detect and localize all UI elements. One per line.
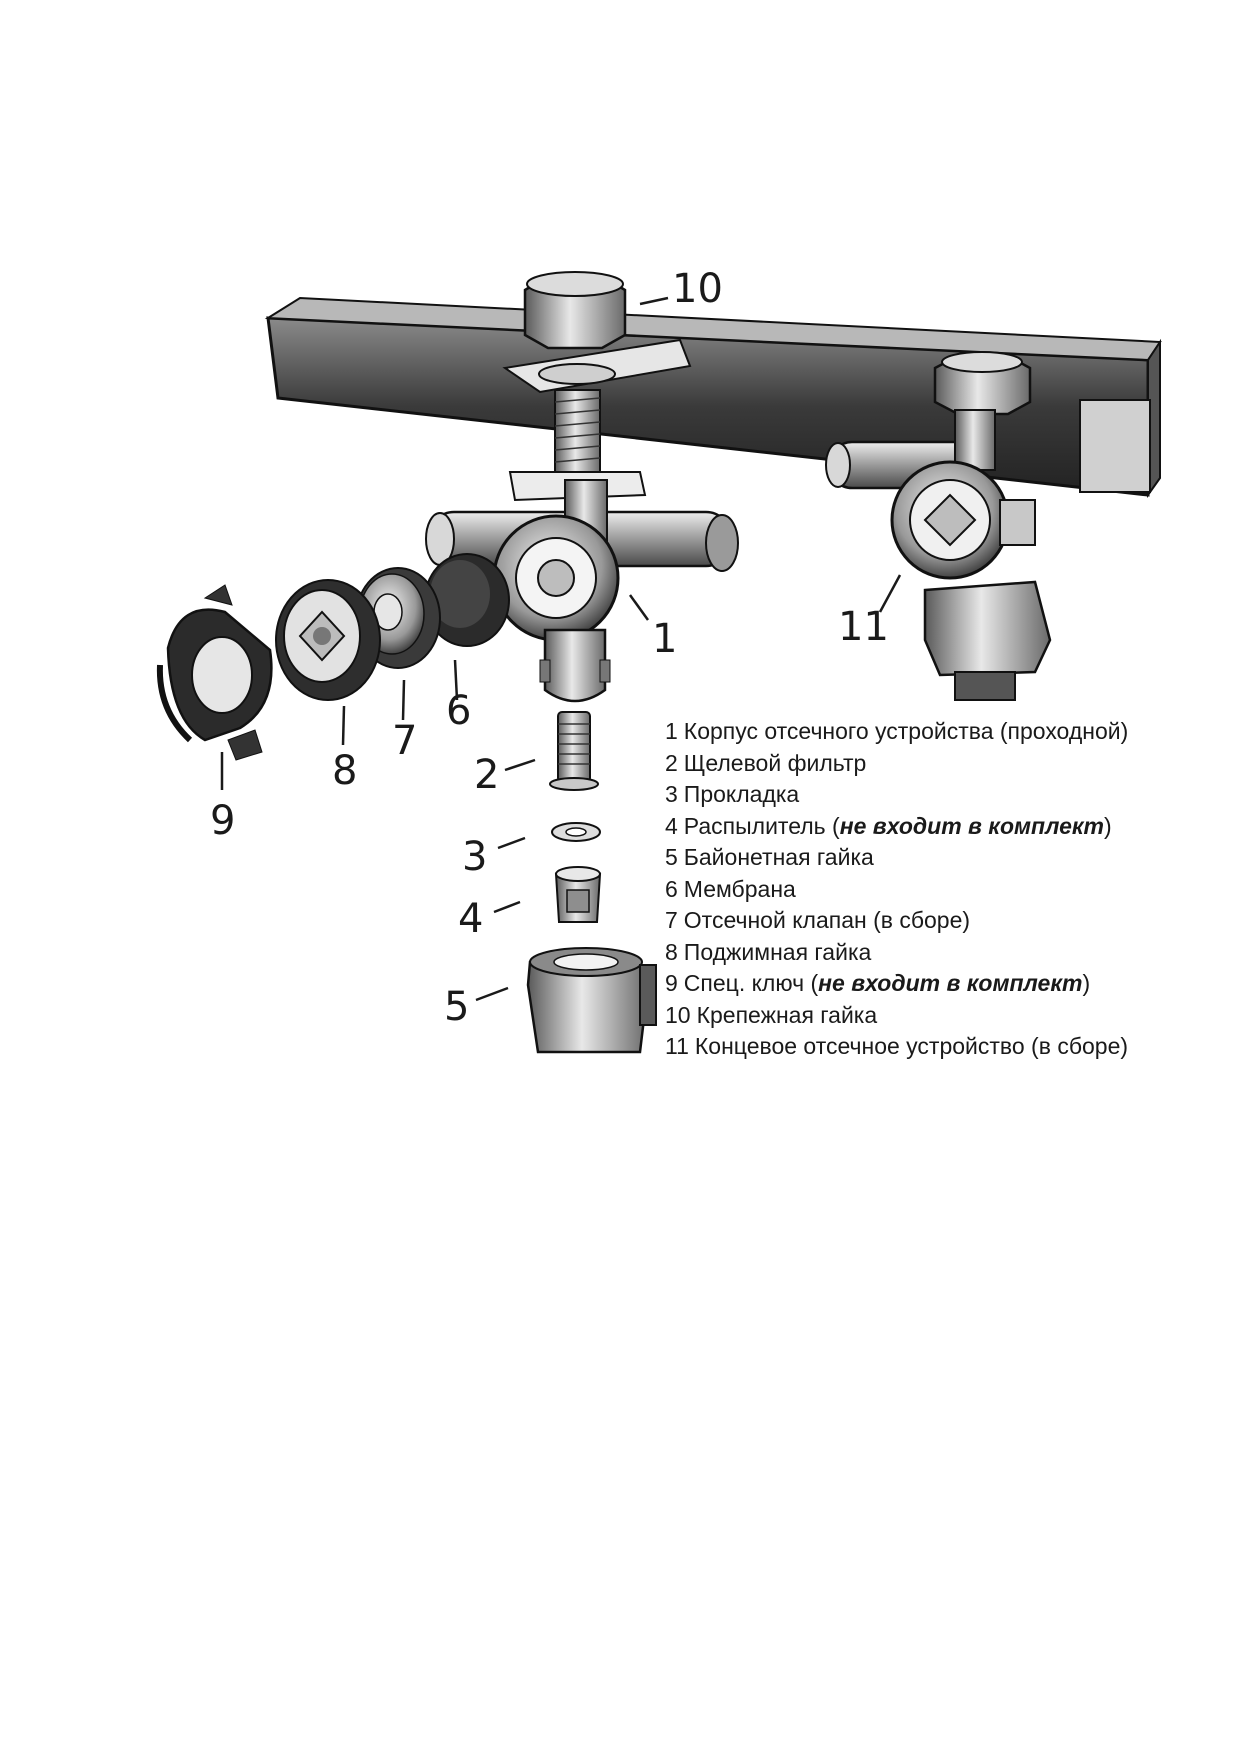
callout-11: 11: [838, 604, 889, 650]
callout-6: 6: [446, 688, 471, 734]
callout-5: 5: [444, 984, 469, 1030]
legend-text: Байонетная гайка: [683, 844, 874, 870]
legend-text: Спец. ключ (: [683, 970, 819, 996]
legend-num: 6: [665, 875, 678, 902]
legend-text: Распылитель (: [683, 812, 840, 839]
threaded-stud: [554, 389, 601, 481]
callout-1: 1: [652, 616, 677, 662]
legend-text: Щелевой фильтр: [683, 749, 867, 776]
slot-filter-2: [549, 711, 599, 791]
legend-num: 10: [665, 1001, 691, 1028]
legend-text: Отсечной клапан (в сборе): [683, 907, 971, 933]
membrane-6: [424, 553, 510, 647]
callout-4: 4: [458, 896, 483, 942]
legend-after: ): [1104, 812, 1112, 839]
leader-lines: [220, 296, 902, 1002]
special-wrench-9: [156, 584, 273, 761]
gasket-3: [551, 822, 601, 842]
legend-after: ): [1082, 970, 1091, 996]
legend-num: 7: [665, 907, 678, 933]
fixing-nut-10: [523, 271, 627, 350]
end-shutoff-assembly-11: [825, 351, 1052, 701]
legend-num: 1: [665, 718, 678, 744]
callout-numbers: 10 1 11 6 7 8 9 2 3 4 5: [210, 266, 889, 1030]
callout-9: 9: [210, 798, 235, 844]
press-nut-8: [275, 579, 381, 701]
bayonet-nut-5: [526, 947, 657, 1054]
pass-through-body-1: [425, 471, 739, 703]
legend-note: не входит в комплект: [839, 812, 1104, 839]
callout-8: 8: [332, 748, 357, 794]
clamp-plate: [502, 338, 692, 394]
callout-10: 10: [672, 266, 723, 312]
callout-7: 7: [392, 718, 417, 764]
legend-text: Концевое отсечное устройство (в сборе): [694, 1033, 1129, 1059]
legend-num: 3: [665, 781, 678, 807]
legend-text: Мембрана: [683, 875, 796, 902]
sprayer-4: [554, 866, 602, 923]
legend-num: 9: [665, 970, 678, 996]
callout-2: 2: [474, 752, 499, 798]
legend-num: 5: [665, 844, 678, 870]
legend-text: Поджимная гайка: [683, 938, 872, 965]
legend-num: 8: [665, 938, 678, 965]
legend-note: не входит в комплект: [818, 970, 1083, 996]
legend-text: Прокладка: [683, 781, 800, 807]
legend-num: 4: [665, 812, 678, 839]
legend-text: Крепежная гайка: [696, 1001, 878, 1028]
callout-3: 3: [462, 834, 487, 880]
legend-num: 2: [665, 749, 678, 776]
legend-text: Корпус отсечного устройства (проходной): [683, 718, 1129, 744]
legend-num: 11: [665, 1033, 689, 1059]
